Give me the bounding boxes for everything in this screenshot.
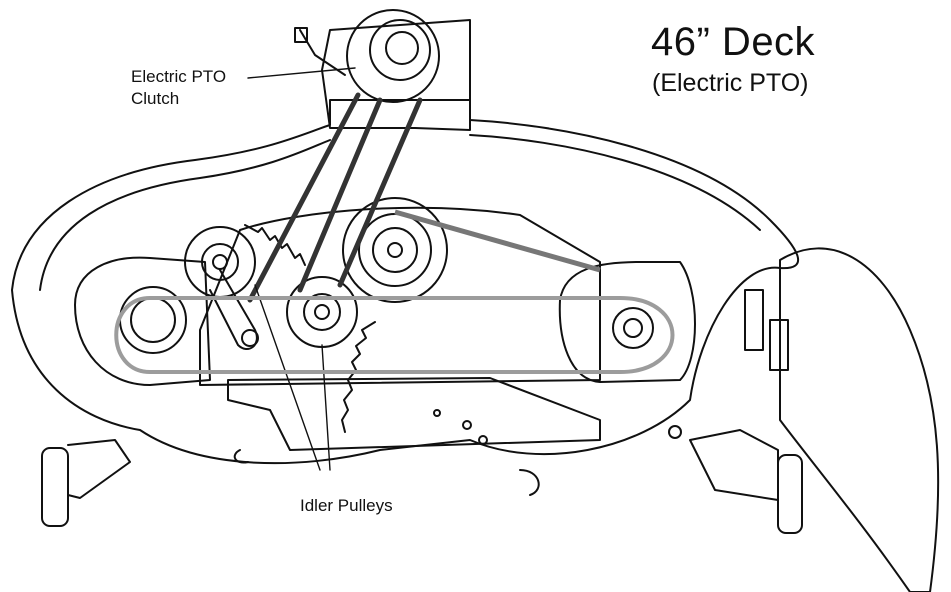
discharge-chute xyxy=(779,247,940,592)
drive-belt xyxy=(247,92,423,303)
center-housing xyxy=(199,206,601,386)
label-electric-pto: Electric PTO xyxy=(131,67,227,86)
diagram-subtitle: (Electric PTO) xyxy=(652,69,809,97)
pto-frame xyxy=(321,19,471,131)
center-spindle xyxy=(342,197,448,303)
cutter-belt-loop xyxy=(114,296,675,374)
idler-pulley-right xyxy=(286,276,358,348)
diagram-title: 46” Deck xyxy=(651,20,816,64)
idler-leader-1 xyxy=(254,284,321,471)
label-idler-pulleys: Idler Pulleys xyxy=(300,496,393,515)
left-housing xyxy=(74,256,211,386)
right-wheel xyxy=(777,454,803,534)
pto-leader xyxy=(247,67,356,79)
idler-arm xyxy=(209,269,258,350)
deck-inner-outline xyxy=(39,134,761,291)
left-wheel xyxy=(41,447,69,527)
deck-outline xyxy=(11,99,800,465)
mounting-bracket xyxy=(227,377,601,451)
idler-leader-2 xyxy=(321,344,331,471)
pto-clutch xyxy=(346,9,440,103)
upper-belt-segment xyxy=(394,209,601,273)
label-clutch: Clutch xyxy=(131,89,180,108)
spring-lower xyxy=(341,321,376,433)
right-spindle xyxy=(612,307,654,349)
